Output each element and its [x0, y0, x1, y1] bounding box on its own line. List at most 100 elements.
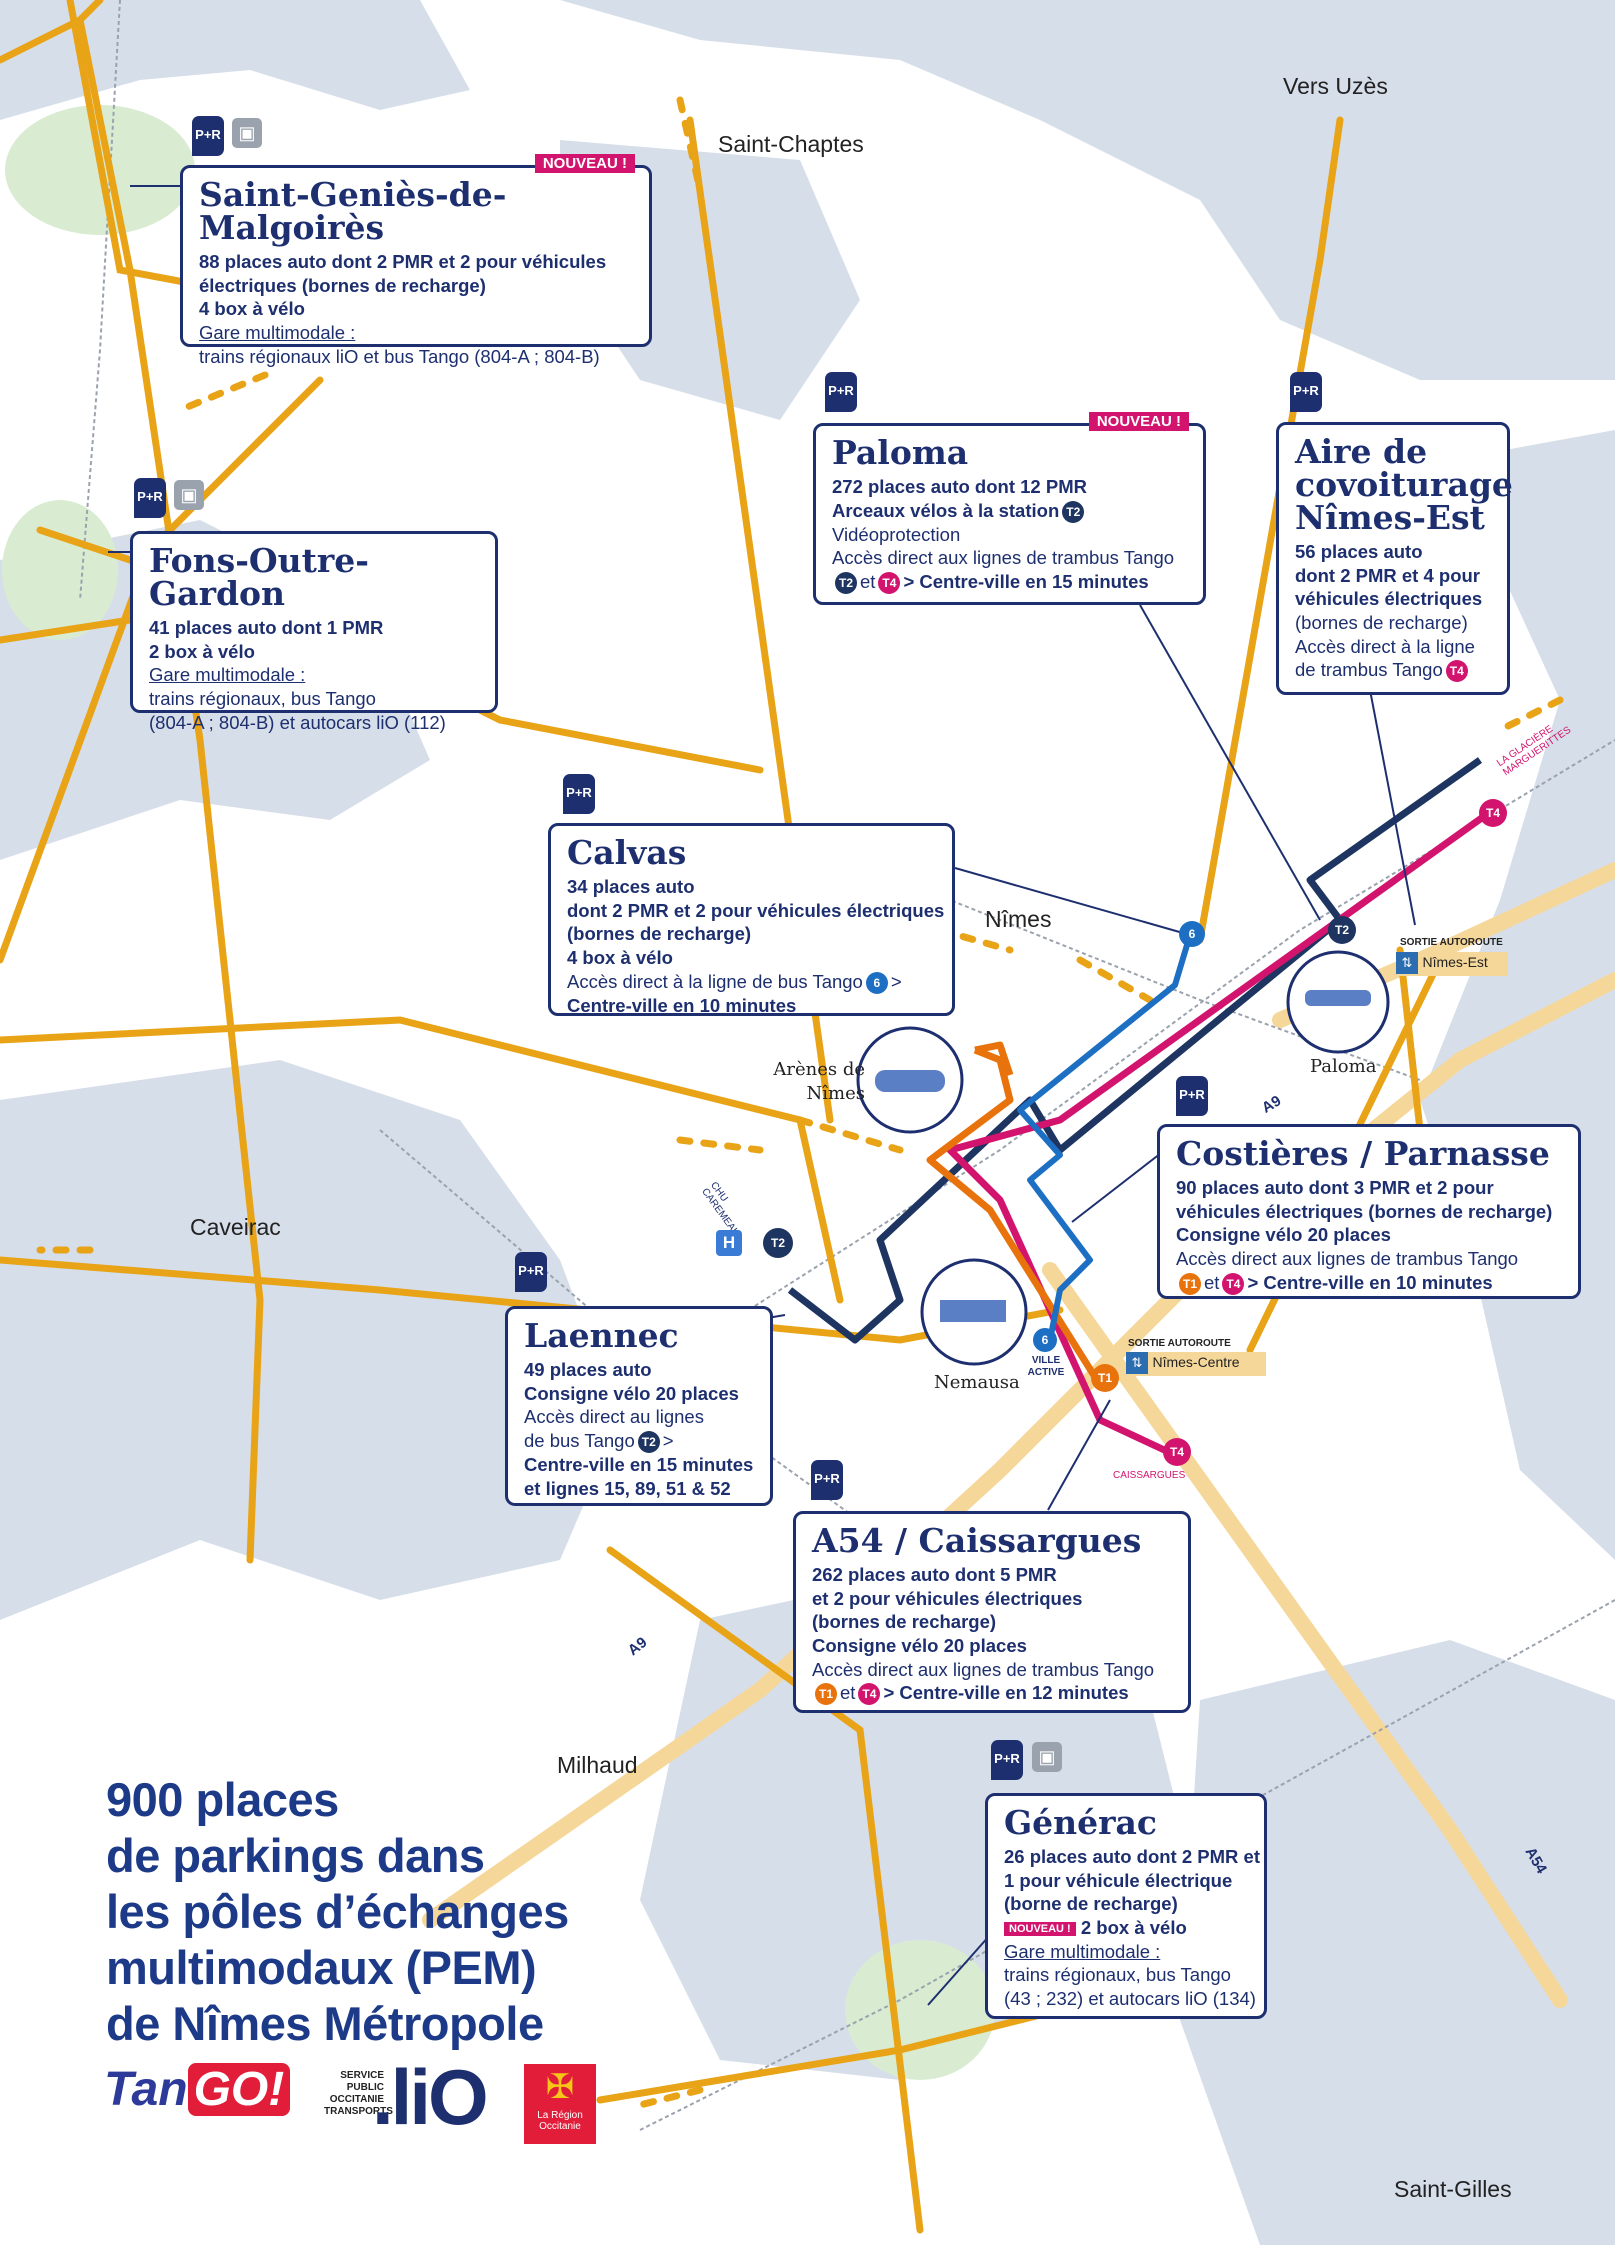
- card-text: > Centre-ville en 10 minutes: [1247, 1271, 1493, 1293]
- card-line: 90 places auto dont 3 PMR et 2 pour: [1176, 1177, 1494, 1198]
- card-title: Saint-Geniès-de-Malgoirès: [199, 175, 507, 247]
- place-saint-gilles: Saint-Gilles: [1394, 2176, 1512, 2202]
- roads-dashed: [36, 96, 1564, 2109]
- card-line: véhicules électriques (bornes de recharg…: [1176, 1200, 1553, 1222]
- card-title-part: Aire de: [1295, 432, 1428, 471]
- exit-name-centre: Nîmes-Centre: [1152, 1354, 1240, 1370]
- badge-new: NOUVEAU !: [1088, 412, 1189, 431]
- park-and-ride-icon: P+R: [825, 372, 857, 412]
- card-line: 1 pour véhicule électrique: [1004, 1869, 1233, 1891]
- hospital-icon: H: [716, 1230, 742, 1256]
- map-chip-6: 6: [1179, 921, 1205, 947]
- card-a54-caissargues: A54 / Caissargues 262 places auto dont 5…: [793, 1511, 1191, 1713]
- card-title: A54 / Caissargues: [812, 1521, 1142, 1560]
- card-title: Paloma: [832, 433, 969, 472]
- chip-6: 6: [865, 971, 888, 994]
- card-line: (bornes de recharge): [567, 923, 752, 945]
- card-text: 2 box à vélo: [1080, 1917, 1187, 1939]
- exit-label-centre: SORTIE AUTOROUTE: [1128, 1338, 1231, 1349]
- exit-centre-sign: ⇅ Nîmes-Centre: [1126, 1352, 1266, 1376]
- card-line: (bornes de recharge): [1295, 612, 1468, 634]
- card-text: et: [860, 571, 876, 593]
- card-line: trains régionaux, bus Tango: [149, 688, 376, 710]
- park-and-ride-icon: P+R: [192, 116, 224, 156]
- card-line: Gare multimodale :: [199, 322, 356, 344]
- exit-name-est: Nîmes-Est: [1422, 954, 1488, 970]
- card-line: 262 places auto dont 5 PMR: [812, 1564, 1057, 1585]
- bus-6: [1017, 934, 1193, 1341]
- card-line: Centre-ville en 10 minutes: [567, 994, 797, 1016]
- card-line: Accès direct aux lignes de trambus Tango: [1176, 1248, 1519, 1270]
- chip-t4: T4: [878, 572, 901, 595]
- card-title: Fons-Outre-Gardon: [149, 541, 369, 613]
- chip-t2: T2: [1062, 500, 1085, 523]
- card-line: Accès direct aux lignes de trambus Tango: [832, 547, 1175, 569]
- page-title: 900 places de parkings dans les pôles d’…: [106, 1772, 569, 2052]
- card-title-part: Nîmes-Est: [1295, 498, 1485, 537]
- card-line: 88 places auto dont 2 PMR et 2 pour véhi…: [199, 251, 607, 272]
- card-fons: Fons-Outre-Gardon 41 places auto dont 1 …: [130, 531, 498, 733]
- card-line: 272 places auto dont 12 PMR: [832, 476, 1087, 497]
- map-chip-t2-chu: T2: [763, 1228, 793, 1258]
- card-title: Costières / Parnasse: [1176, 1134, 1550, 1173]
- place-saint-chaptes: Saint-Chaptes: [718, 131, 864, 157]
- card-laennec: Laennec 49 places auto Consigne vélo 20 …: [505, 1306, 773, 1506]
- green-areas: [2, 105, 995, 2080]
- map-chip-t1: T1: [1091, 1364, 1119, 1392]
- card-line: Accès direct au lignes: [524, 1406, 704, 1428]
- card-text: Arceaux vélos à la station: [832, 499, 1060, 521]
- card-line: Consigne vélo 20 places: [1176, 1224, 1391, 1246]
- card-text: >: [890, 970, 902, 992]
- title-line: de parkings dans: [106, 1829, 485, 1882]
- card-title-part: covoiturage: [1295, 465, 1513, 504]
- card-line: Consigne vélo 20 places: [524, 1382, 739, 1404]
- card-text: >: [662, 1430, 674, 1452]
- park-and-ride-icon: P+R: [811, 1460, 843, 1500]
- title-line: multimodaux (PEM): [106, 1941, 537, 1994]
- card-line: 4 box à vélo: [567, 947, 673, 969]
- park-and-ride-icon: P+R: [563, 774, 595, 814]
- region-occitanie-logo: ✠ La Région Occitanie: [524, 2064, 596, 2144]
- tram-t4: [946, 809, 1493, 1459]
- place-nemausa: Nemausa: [934, 1372, 1020, 1393]
- card-text: > Centre-ville en 12 minutes: [883, 1682, 1129, 1704]
- connectors: [108, 185, 1416, 2006]
- card-line: Centre-ville en 15 minutes: [524, 1454, 754, 1476]
- card-line: dont 2 PMR et 4 pour: [1295, 564, 1480, 586]
- park-and-ride-icon: P+R: [515, 1252, 547, 1292]
- chip-t4: T4: [1222, 1272, 1245, 1295]
- card-title: Calvas: [567, 833, 687, 872]
- tango-logo-b: GO!: [187, 2063, 291, 2116]
- card-line: et lignes 15, 89, 51 & 52: [524, 1477, 731, 1499]
- chip-t2: T2: [835, 572, 857, 595]
- exit-est-sign: ⇅ Nîmes-Est: [1396, 952, 1508, 976]
- card-generac: Générac 26 places auto dont 2 PMR et 1 p…: [985, 1793, 1267, 2019]
- card-line: (bornes de recharge): [812, 1611, 997, 1633]
- card-line: (borne de recharge): [1004, 1893, 1178, 1915]
- card-line: 56 places auto: [1295, 541, 1423, 562]
- card-line: Gare multimodale :: [1004, 1940, 1161, 1962]
- card-title: Laennec: [524, 1316, 679, 1355]
- card-text: de trambus Tango: [1295, 659, 1443, 681]
- train-icon: ▣: [1032, 1742, 1062, 1772]
- card-line: et 2 pour véhicules électriques: [812, 1587, 1083, 1609]
- chip-t2: T2: [637, 1431, 660, 1454]
- map-chip-t4-south: T4: [1163, 1438, 1191, 1466]
- place-arenes: Arènes de Nîmes: [773, 1059, 865, 1104]
- card-line: trains régionaux liO et bus Tango (804-A…: [199, 345, 600, 367]
- card-line: véhicules électriques: [1295, 588, 1483, 610]
- card-line: (43 ; 232) et autocars liO (134): [1004, 1988, 1256, 2010]
- title-line: 900 places: [106, 1773, 339, 1826]
- card-line: 34 places auto: [567, 876, 695, 897]
- card-line: électriques (bornes de recharge): [199, 274, 486, 296]
- card-costieres: Costières / Parnasse 90 places auto dont…: [1157, 1124, 1581, 1299]
- card-text: et: [1204, 1271, 1220, 1293]
- motorway-icon: ⇅: [1396, 952, 1418, 974]
- card-text: de bus Tango: [524, 1430, 635, 1452]
